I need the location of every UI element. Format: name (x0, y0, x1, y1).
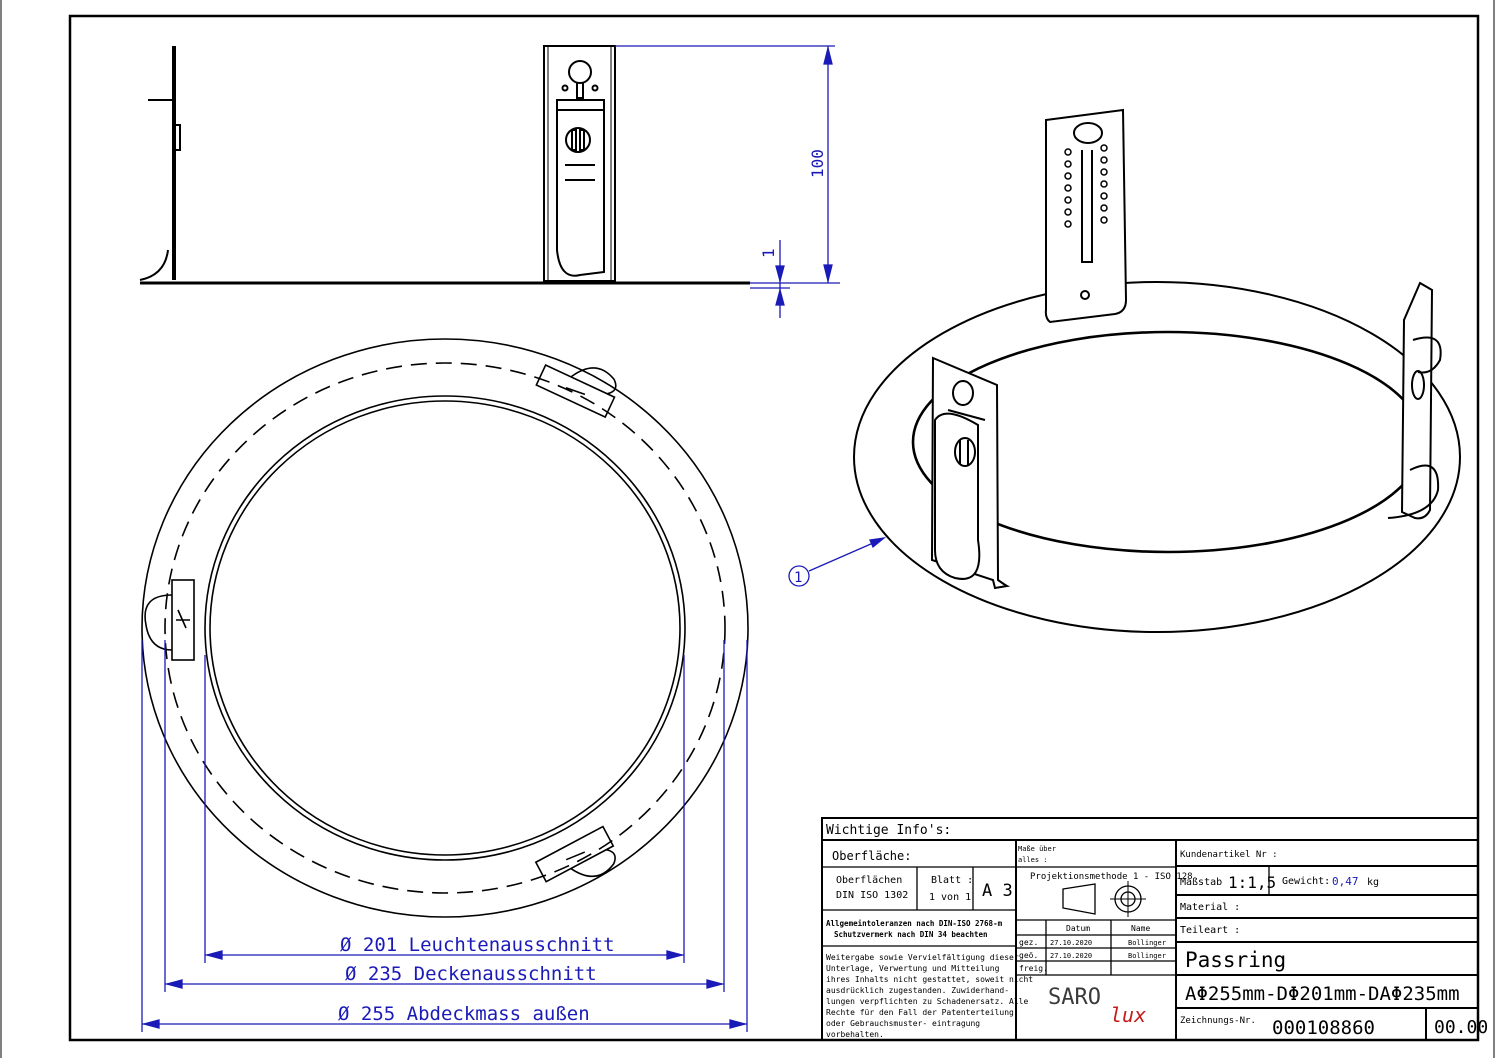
gepr-date: 27.10.2020 (1050, 952, 1092, 960)
item-number: 1 (794, 570, 802, 586)
gez-name: Bollinger (1128, 939, 1166, 947)
sheet-label: Blatt : (931, 875, 973, 886)
legal-line-3: ausdrücklich zugestanden. Zuwiderhand- (826, 986, 1009, 995)
weight-label: Gewicht: (1282, 876, 1330, 887)
dim-diameter-201: Ø 201 Leuchtenausschnitt (340, 934, 615, 956)
legal-line-7: vorbehalten. (826, 1030, 884, 1039)
surfaces-line1: Oberflächen (836, 875, 902, 886)
dim-diameter-235: Ø 235 Deckenausschnitt (345, 963, 597, 985)
surfaces-line2: DIN ISO 1302 (836, 890, 908, 901)
legal-line-2: ihres Inhalts nicht gestattet, soweit ni… (826, 975, 1033, 984)
logo-saro: SARO (1048, 985, 1101, 1010)
format-size: A 3 (982, 881, 1013, 901)
material-label: Material : (1180, 902, 1240, 913)
drawing-no-label: Zeichnungs-Nr. (1180, 1016, 1256, 1026)
protection-note: Schutzvermerk nach DIN 34 beachten (834, 930, 988, 939)
isometric-view (853, 108, 1461, 633)
revision: 00.00 (1434, 1017, 1488, 1038)
legal-line-1: Unterlage, Verwertung und Mitteilung (826, 964, 1000, 973)
side-view-dimensions (615, 45, 840, 318)
drawing-border (68, 14, 1480, 1042)
part-type-label: Teileart : (1180, 925, 1240, 936)
drawing-no: 000108860 (1272, 1017, 1375, 1039)
row-freig: freig. (1019, 964, 1048, 973)
tolerance-note: Allgemeintoleranzen nach DIN-ISO 2768-m (826, 919, 1003, 928)
legal-line-6: oder Gebrauchsmuster- eintragung (826, 1019, 980, 1028)
col-name: Name (1131, 924, 1150, 933)
sheet-value: 1 von 1 (929, 892, 971, 903)
dim-diameter-255: Ø 255 Abdeckmass außen (338, 1003, 590, 1025)
logo-lux: lux (1110, 1003, 1146, 1027)
surface-label: Oberfläche: (832, 849, 911, 863)
legal-line-0: Weitergabe sowie Vervielfältigung dieser (826, 953, 1019, 962)
plan-view-dimensions (141, 640, 748, 1032)
row-gepr: geö. (1019, 951, 1038, 960)
weight-unit: kg (1367, 877, 1379, 888)
scale-value: 1:1,5 (1228, 873, 1276, 892)
item-callout (788, 537, 887, 587)
info-header: Wichtige Info's: (826, 823, 951, 838)
row-gez: gez. (1019, 938, 1038, 947)
customer-no-label: Kundenartikel Nr : (1180, 850, 1278, 860)
legal-line-4: lungen verpflichten zu Schadenersatz. Al… (826, 997, 1028, 1006)
dim-height-100: 100 (808, 149, 827, 178)
part-spec: AΦ255mm-DΦ201mm-DAΦ235mm (1185, 983, 1460, 1005)
dims-alles-label: alles : (1018, 856, 1048, 864)
part-name: Passring (1185, 948, 1286, 972)
scale-label: Maßstab (1180, 877, 1222, 888)
dims-over-label: Maße über (1018, 845, 1056, 853)
side-view (139, 45, 750, 285)
projection-method: Projektionsmethode 1 - ISO 128 (1030, 872, 1193, 882)
gepr-name: Bollinger (1128, 952, 1166, 960)
title-block (821, 817, 1479, 1041)
gez-date: 27.10.2020 (1050, 939, 1092, 947)
weight-value: 0,47 (1332, 875, 1359, 888)
legal-line-5: Rechte für den Fall der Patenterteilung (826, 1008, 1014, 1017)
dim-thickness-1: 1 (759, 248, 778, 258)
col-datum: Datum (1066, 924, 1090, 933)
plan-view (141, 338, 749, 918)
